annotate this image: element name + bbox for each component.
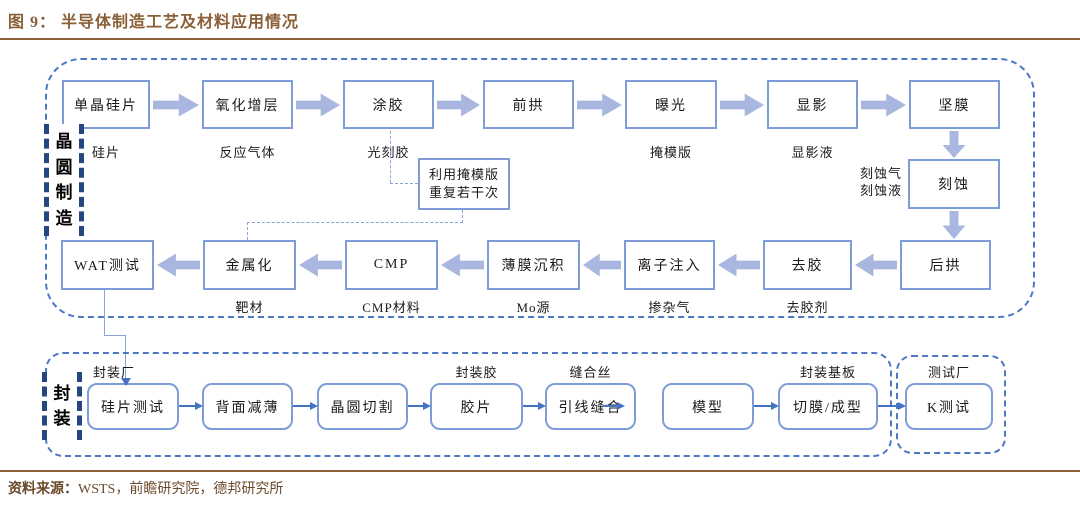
process-box-metallization: 金属化 bbox=[203, 240, 296, 290]
process-box-cmp: CMP bbox=[345, 240, 438, 290]
material-label: 光刻胶 bbox=[367, 145, 410, 160]
process-box-oxidation: 氧化增层 bbox=[202, 80, 293, 129]
material-label: 测试厂 bbox=[927, 365, 970, 380]
thin-arrow-right-icon bbox=[293, 402, 318, 410]
etch-material-label: 刻蚀气 刻蚀液 bbox=[838, 166, 902, 200]
process-box-ion-implant: 离子注入 bbox=[624, 240, 715, 290]
process-box-monocrystal: 单晶硅片 bbox=[62, 80, 150, 129]
thin-arrow-right-icon bbox=[408, 402, 431, 410]
wat-connector bbox=[104, 335, 126, 336]
repeat-note-box: 利用掩模版 重复若干次 bbox=[418, 158, 510, 210]
down-arrowhead-icon bbox=[121, 378, 131, 386]
material-label: 封装厂 bbox=[92, 365, 135, 380]
dashed-connector bbox=[247, 222, 463, 223]
wafer-bracket-label: 晶圆制造 bbox=[55, 132, 73, 228]
etch-material-line1: 刻蚀气 bbox=[859, 166, 902, 181]
material-label: 去胶剂 bbox=[786, 300, 829, 315]
footer-rule bbox=[0, 470, 1080, 472]
thin-arrow-right-icon bbox=[179, 402, 203, 410]
thin-arrow-right-icon bbox=[523, 402, 546, 410]
repeat-note-line2: 重复若干次 bbox=[428, 185, 499, 200]
process-box-die-attach: 胶片 bbox=[430, 383, 523, 430]
material-label: Mo源 bbox=[516, 300, 551, 315]
process-box-thinfilm: 薄膜沉积 bbox=[487, 240, 580, 290]
material-label: 封装胶 bbox=[455, 365, 498, 380]
dashed-connector bbox=[390, 131, 391, 183]
material-label: 显影液 bbox=[791, 145, 834, 160]
process-box-final-test: K测试 bbox=[905, 383, 993, 430]
process-box-back-grinding: 背面减薄 bbox=[202, 383, 293, 430]
source-label: 资料来源： bbox=[8, 482, 78, 497]
wat-connector bbox=[125, 335, 126, 379]
process-box-wafer-dicing: 晶圆切割 bbox=[317, 383, 408, 430]
packaging-bracket-label: 封装 bbox=[53, 383, 71, 429]
process-box-coating: 涂胶 bbox=[343, 80, 434, 129]
material-label: 缝合丝 bbox=[569, 365, 612, 380]
process-box-molding: 模型 bbox=[662, 383, 754, 430]
material-label: 掩模版 bbox=[649, 145, 692, 160]
etch-material-line2: 刻蚀液 bbox=[859, 182, 902, 198]
process-box-wat-test: WAT测试 bbox=[61, 240, 154, 290]
source-text: WSTS，前瞻研究院，德邦研究所 bbox=[78, 482, 284, 497]
thin-arrow-right-icon bbox=[878, 402, 906, 410]
process-box-exposure: 曝光 bbox=[625, 80, 717, 129]
material-label: 反应气体 bbox=[219, 145, 276, 160]
thin-arrow-right-icon bbox=[754, 402, 779, 410]
process-box-wafer-test: 硅片测试 bbox=[87, 383, 179, 430]
wat-connector bbox=[104, 290, 105, 335]
process-box-postbake: 后拱 bbox=[900, 240, 991, 290]
source-note: 资料来源：WSTS，前瞻研究院，德邦研究所 bbox=[8, 478, 283, 498]
material-label: 掺杂气 bbox=[648, 300, 691, 315]
dashed-connector bbox=[247, 222, 248, 240]
wafer-bracket: 晶圆制造 bbox=[44, 124, 84, 236]
material-label: CMP材料 bbox=[362, 300, 421, 315]
material-label: 封装基板 bbox=[799, 365, 856, 380]
process-box-etch: 刻蚀 bbox=[908, 159, 1000, 209]
thin-arrow-right-icon bbox=[603, 402, 625, 410]
process-box-prebake: 前拱 bbox=[483, 80, 574, 129]
process-box-trim-form: 切膜/成型 bbox=[778, 383, 878, 430]
material-label: 硅片 bbox=[91, 145, 120, 160]
process-box-hardbake: 坚膜 bbox=[909, 80, 1000, 129]
figure-title: 图 9： 半导体制造工艺及材料应用情况 bbox=[8, 14, 300, 31]
dashed-connector bbox=[390, 183, 418, 184]
material-label: 靶材 bbox=[235, 300, 264, 315]
repeat-note-line1: 利用掩模版 bbox=[428, 167, 499, 183]
dashed-connector bbox=[462, 210, 463, 223]
packaging-bracket: 封装 bbox=[42, 372, 82, 440]
title-rule bbox=[0, 38, 1080, 40]
test-section-container bbox=[896, 355, 1006, 454]
process-box-develop: 显影 bbox=[767, 80, 858, 129]
process-box-strip: 去胶 bbox=[763, 240, 852, 290]
